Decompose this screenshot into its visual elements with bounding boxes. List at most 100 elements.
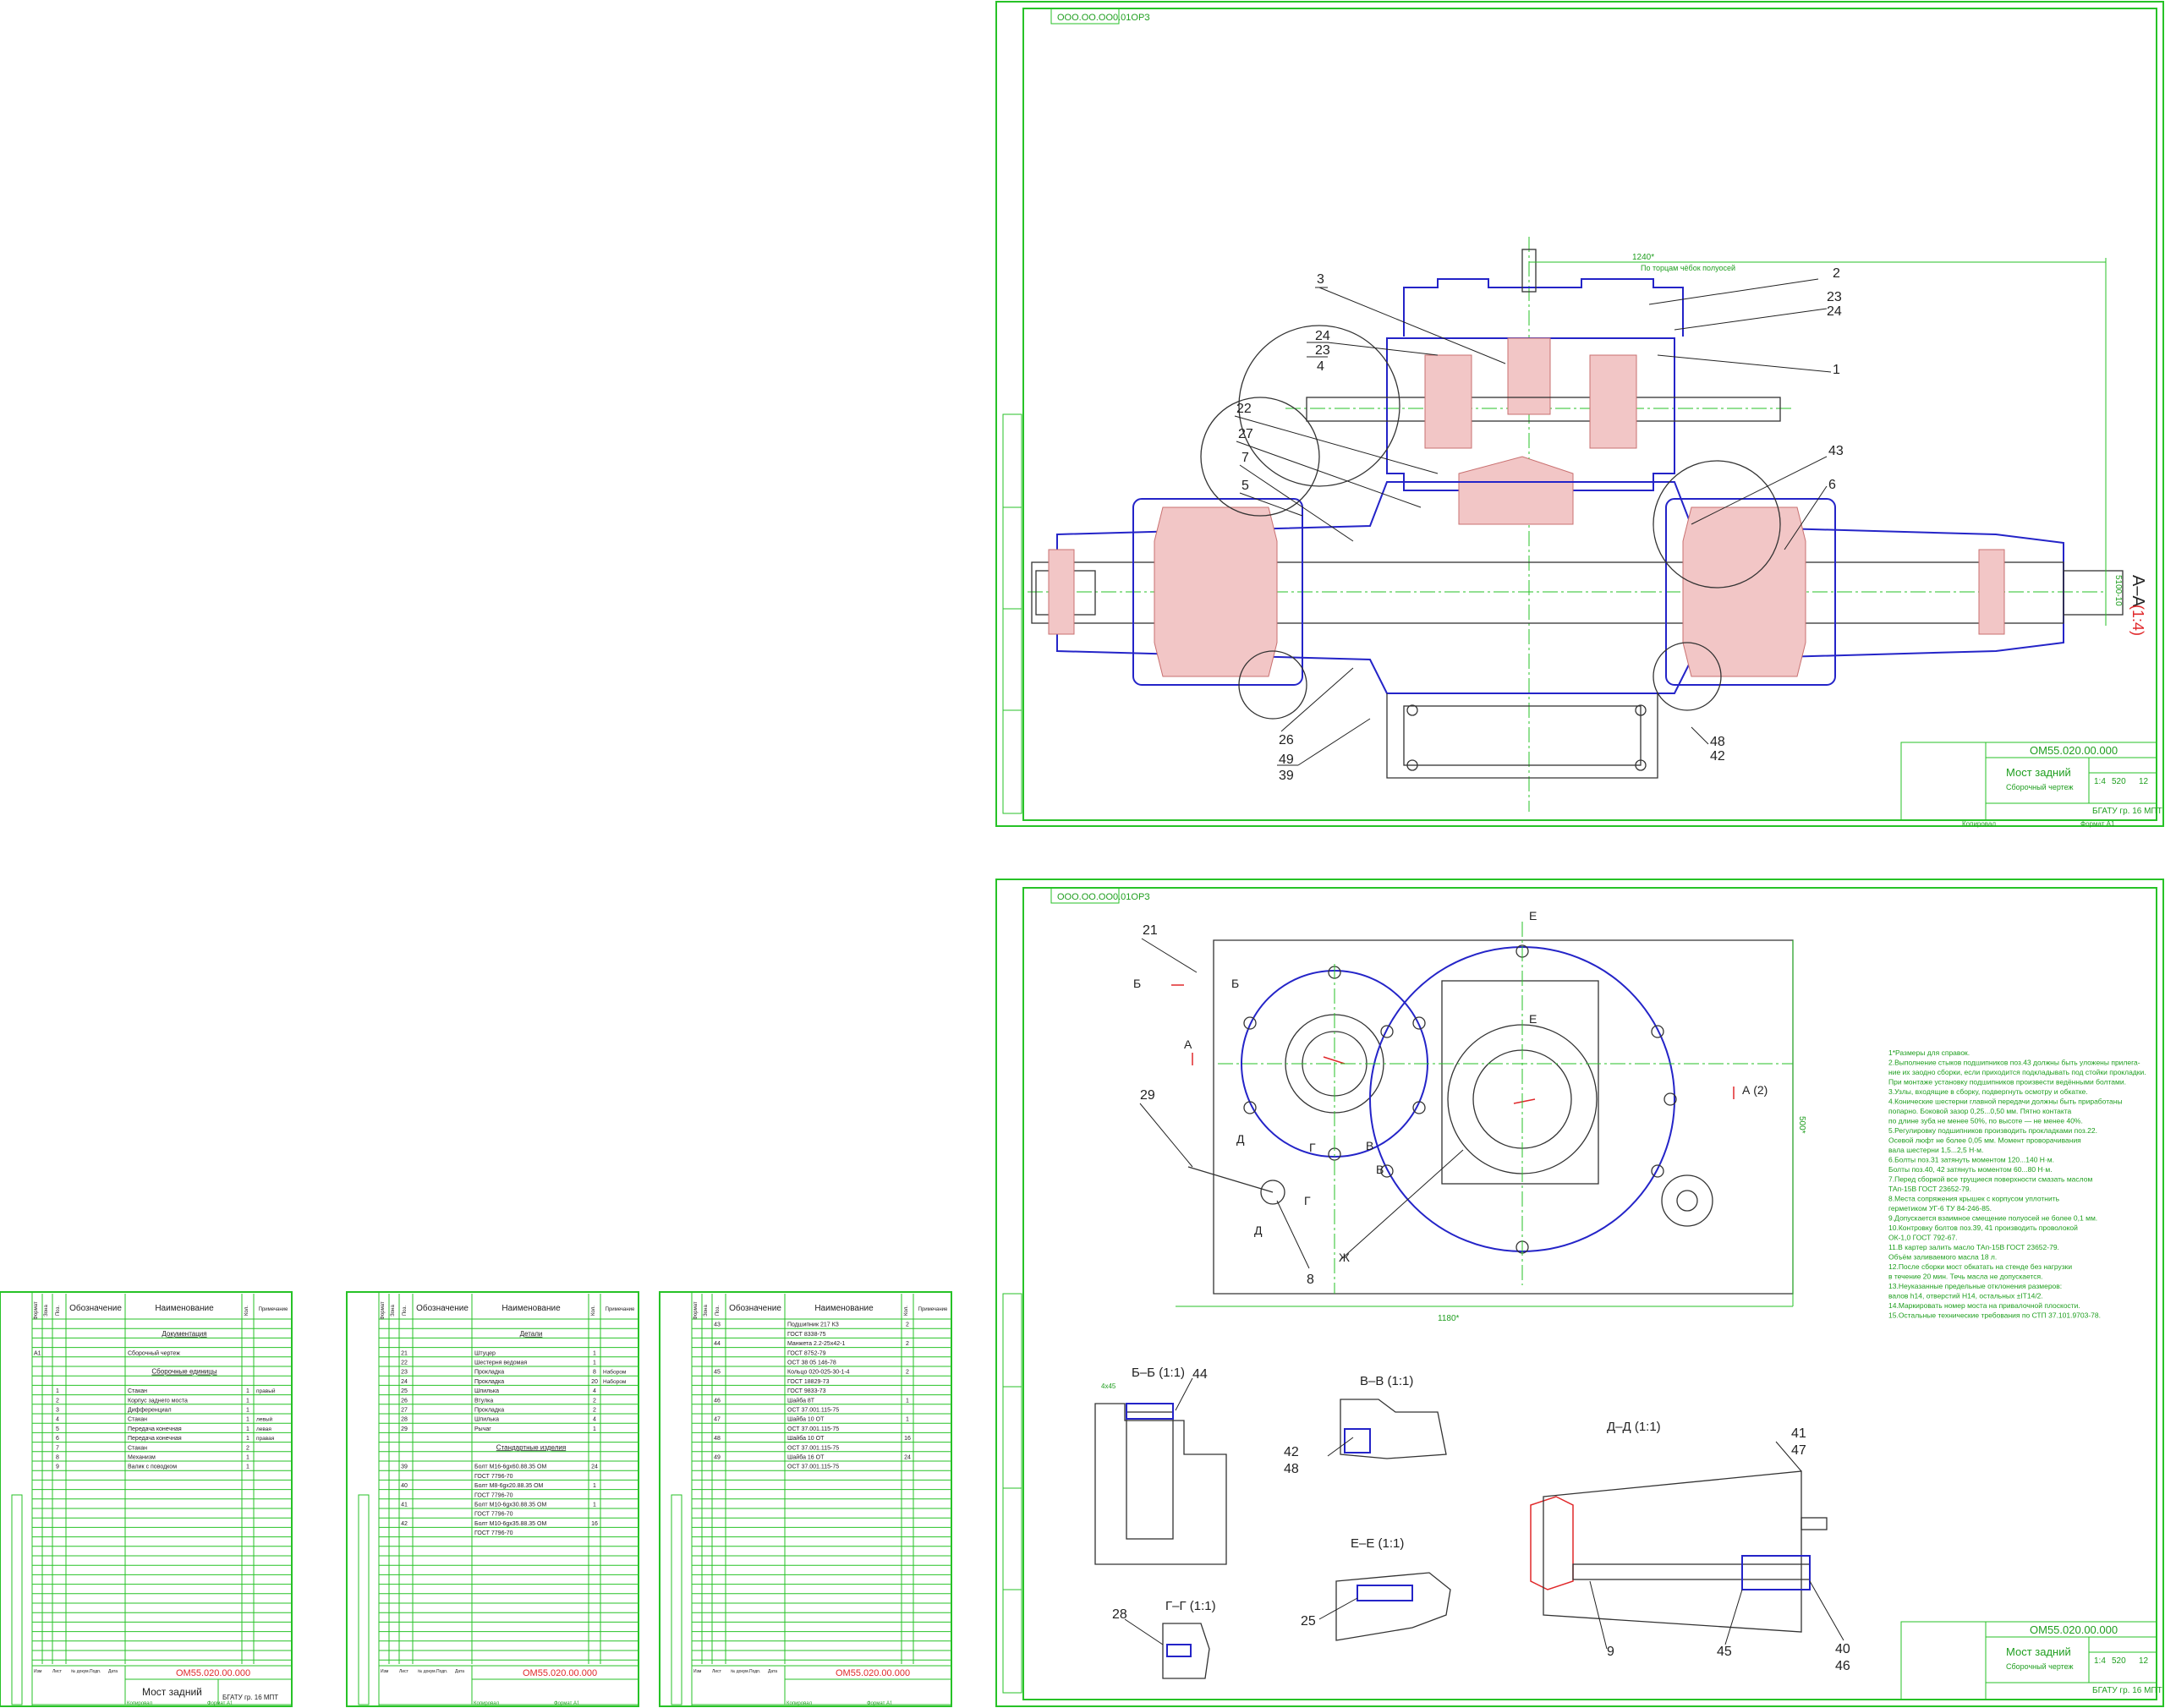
stamp-designation-1: ОМ55.020.00.000 (2030, 744, 2118, 757)
spec-pos: 28 (401, 1417, 408, 1423)
spec-name: Шайба 8Т (787, 1397, 815, 1404)
bearing-left-hatch (1424, 354, 1472, 449)
pinion-hatch (1507, 337, 1551, 415)
callout-29: 29 (1140, 1088, 1155, 1103)
tech-req-line: 10.Контровку болтов поз.39, 41 производи… (1888, 1224, 2078, 1232)
callout-1: 1 (1833, 363, 1840, 377)
spec-qty: 20 (591, 1379, 598, 1385)
spec-pos: 4 (56, 1417, 59, 1423)
spec-qty: 4 (593, 1417, 596, 1423)
tech-req-line: ОК-1,0 ГОСТ 792-67. (1888, 1234, 1958, 1242)
spec-pos: 46 (714, 1398, 721, 1404)
dim-note-text: По торцам чёбок полуосей (1641, 264, 1735, 272)
lever-29 (1187, 1166, 1274, 1193)
spec-pos: 9 (56, 1464, 59, 1470)
spec-name: Кольцо 020-025-30-1-4 (787, 1370, 850, 1376)
callout-9: 9 (1607, 1645, 1614, 1659)
stamp-col: Изм (34, 1669, 42, 1674)
spec-format: Формат А1 (554, 1701, 580, 1706)
spec-format: Формат А1 (867, 1701, 893, 1706)
spec-qty: 16 (591, 1521, 598, 1527)
stamp-format-1: Формат А1 (2080, 820, 2115, 828)
outer-bearing-right (1978, 549, 2005, 635)
spec-pos: 41 (401, 1503, 408, 1508)
spec-fmt: А1 (34, 1350, 41, 1356)
tech-req-line: в течение 20 мин. Течь масла не допускае… (1888, 1273, 2042, 1281)
final-drive-left-hatch (1154, 506, 1278, 677)
spec-name: Болт М10-6gх35.88.35 ОМ (474, 1521, 546, 1527)
mark-a2: А (2) (1742, 1083, 1768, 1097)
spec-qty: 2 (906, 1370, 909, 1376)
spec-pos: 42 (401, 1521, 408, 1527)
dim-top-text: 1240* (1632, 253, 1654, 262)
spec-pos: 1 (56, 1388, 59, 1394)
spec-header: Примечание (259, 1307, 288, 1312)
spec-name: Подшипник 217 КЗ (787, 1322, 839, 1328)
spec-qty: 1 (593, 1503, 596, 1508)
stamp-mass-1: 520 (2112, 777, 2126, 786)
spec-header: Наименование (502, 1304, 561, 1313)
stamp-col: № докум. (731, 1669, 749, 1674)
spec-qty: 2 (906, 1341, 909, 1347)
breather-stud (1521, 249, 1537, 293)
spec-header: Обозначение (69, 1303, 122, 1313)
stamp-scale-2: 1:4 (2094, 1656, 2106, 1666)
stamp-col: Дата (768, 1669, 777, 1674)
stamp-col: Лист (399, 1669, 409, 1674)
spec-name: Шестерня ведомая (474, 1360, 527, 1366)
view-ee-title: Е–Е (1:1) (1351, 1536, 1404, 1551)
spec-pos: 21 (401, 1350, 408, 1356)
stamp-col: Изм (381, 1669, 389, 1674)
spec-pos: 22 (401, 1360, 408, 1366)
callout-26: 26 (1279, 733, 1294, 747)
top-code-box (1050, 8, 1120, 25)
spec-header: Кол. (904, 1306, 909, 1316)
detail-circle-1 (1200, 397, 1320, 517)
spec-header: Формат (34, 1301, 39, 1320)
spec-copied: Копировал (787, 1701, 813, 1706)
view-ee: Е–Е (1:1) 25 (1301, 1536, 1451, 1641)
spec-copied: Копировал (127, 1701, 153, 1706)
spec-pos: 7 (56, 1445, 59, 1451)
spec-header: Зона (704, 1305, 709, 1317)
spec-name: Прокладка (474, 1408, 504, 1414)
stamp-col: № докум. (418, 1669, 436, 1674)
spec-name: Передача конечная (128, 1426, 182, 1432)
spec-name: Штуцер (474, 1350, 496, 1356)
spec-pos: 48 (714, 1436, 721, 1442)
spec-header: Формат (381, 1301, 386, 1320)
tech-req-line: Болты поз.40, 42 затянуть моментом 60...… (1888, 1165, 2053, 1174)
sheet2-inner-border (1022, 887, 2157, 1700)
spec-name: ГОСТ 7796-70 (474, 1530, 513, 1536)
spec-pos: 43 (714, 1322, 721, 1328)
section-scale: (1:4) (2129, 605, 2146, 636)
sheet-outer-border (995, 1, 2164, 827)
tech-req-line: 1*Размеры для справок. (1888, 1048, 1970, 1057)
mark-g1: Г (1309, 1141, 1316, 1154)
detail-circle-2 (1238, 325, 1400, 487)
pinion-shaft (1306, 397, 1781, 422)
spec-header: Наименование (155, 1304, 214, 1313)
callout-23: 23 (1315, 343, 1330, 358)
stamp-org-1: БГАТУ гр. 16 МПТ (2092, 807, 2162, 816)
callout-21: 21 (1143, 923, 1158, 938)
spec-qty: 24 (904, 1455, 911, 1461)
final-drive-left (1132, 498, 1303, 686)
callout-5: 5 (1241, 479, 1249, 493)
callout-43: 43 (1828, 444, 1844, 458)
spec-pos: 6 (56, 1436, 59, 1442)
spec-section: Сборочные единицы (151, 1368, 216, 1376)
spec-name: ГОСТ 7796-70 (474, 1492, 513, 1498)
spec-pos: 39 (401, 1464, 408, 1470)
spec-header: Поз. (715, 1306, 721, 1316)
tech-req-line: 11.В картер залить масло ТАп-15В ГОСТ 23… (1888, 1243, 2059, 1251)
spec-qty: 2 (593, 1408, 596, 1414)
tech-req-line: по длине зуба не менее 50%, по высоте — … (1888, 1117, 2083, 1125)
detail-circle-4 (1653, 642, 1722, 711)
stamp-copied-1: Копировал (1962, 820, 1996, 828)
top-code-text-2: ООО.ОО.ОО0.01ОРЗ (1057, 892, 1150, 902)
stamp-col: Дата (108, 1669, 118, 1674)
tech-req-line: герметиком УГ-6 ТУ 84-246-85. (1888, 1204, 1992, 1213)
